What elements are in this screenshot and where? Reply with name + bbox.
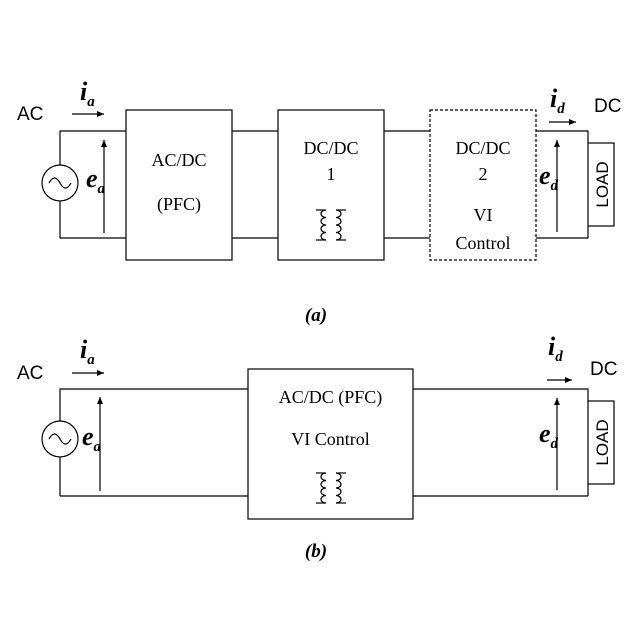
input-current-symbol: ia: [80, 335, 95, 368]
input-voltage-symbol: ea: [86, 164, 106, 197]
diagram-b: AC DC ia ea AC/DC (PFC) VI Control id ed: [17, 332, 617, 562]
input-current-symbol: ia: [80, 77, 95, 110]
block2-line1: DC/DC: [303, 138, 358, 158]
block-line1: AC/DC (PFC): [279, 387, 383, 408]
block3-line2: 2: [479, 164, 488, 184]
input-voltage-symbol: ea: [82, 422, 102, 455]
caption-a: (a): [305, 305, 327, 326]
block-line2: VI Control: [291, 429, 370, 449]
output-voltage-symbol: ed: [539, 419, 559, 452]
ac-label: AC: [17, 363, 43, 384]
block3-line3: VI: [474, 205, 493, 225]
dc-label: DC: [590, 359, 617, 380]
ac-source-icon: [42, 165, 78, 201]
load-label: LOAD: [593, 419, 612, 465]
ac-source-icon: [42, 421, 78, 457]
block1-line2: (PFC): [157, 194, 201, 215]
load-label: LOAD: [593, 161, 612, 207]
block3-line1: DC/DC: [455, 138, 510, 158]
output-current-symbol: id: [548, 332, 563, 365]
block3-line4: Control: [455, 233, 510, 253]
block2-line2: 1: [327, 164, 336, 184]
caption-b: (b): [305, 541, 327, 562]
output-voltage-symbol: ed: [539, 161, 559, 194]
diagram-a: AC DC ia ea AC/DC (PFC) DC/DC 1 DC/DC 2 …: [17, 77, 621, 326]
dc-label: DC: [594, 96, 621, 117]
ac-label: AC: [17, 104, 43, 125]
dc-dc-1-block: [278, 110, 384, 260]
block1-line1: AC/DC: [151, 150, 206, 170]
ac-dc-pfc-block: [126, 110, 232, 260]
output-current-symbol: id: [550, 84, 565, 117]
